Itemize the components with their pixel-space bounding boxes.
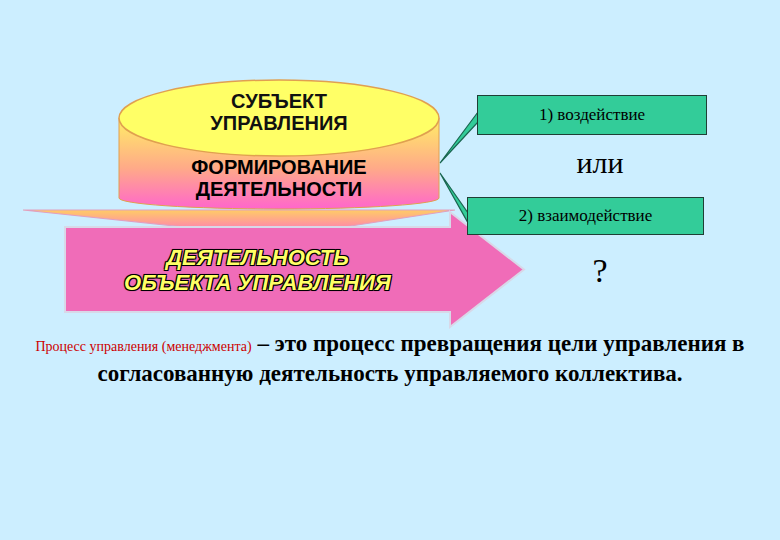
arrow-body (65, 212, 524, 327)
question-mark: ? (560, 252, 640, 290)
subject-title: СУБЪЕКТ УПРАВЛЕНИЯ (188, 90, 370, 134)
process-box: 2) взаимодействие (467, 197, 704, 235)
cylinder-top (119, 80, 439, 156)
cylinder-text: ФОРМИРОВАНИЕ ДЕЯТЕЛЬНОСТИ (148, 156, 410, 200)
cylinder-shape: СУБЪЕКТ УПРАВЛЕНИЯ ФОРМИРОВАНИЕ ДЕЯТЕЛЬНО… (118, 78, 440, 210)
process-box: 1) воздействие (477, 95, 707, 135)
right-arrow-shape: ДЕЯТЕЛЬНОСТЬ ОБЪЕКТА УПРАВЛЕНИЯ (65, 212, 525, 327)
box-text: 2) взаимодействие (519, 206, 653, 226)
arrow-text: ДЕЯТЕЛЬНОСТЬ ОБЪЕКТА УПРАВЛЕНИЯ (123, 245, 393, 295)
or-word: или (540, 146, 660, 180)
definition-paragraph: Процесс управления (менеджмента)– это пр… (30, 330, 750, 389)
box-text: 1) воздействие (539, 105, 645, 125)
callout-wedge (440, 112, 478, 163)
definition-term: Процесс управления (менеджмента) (35, 339, 251, 354)
